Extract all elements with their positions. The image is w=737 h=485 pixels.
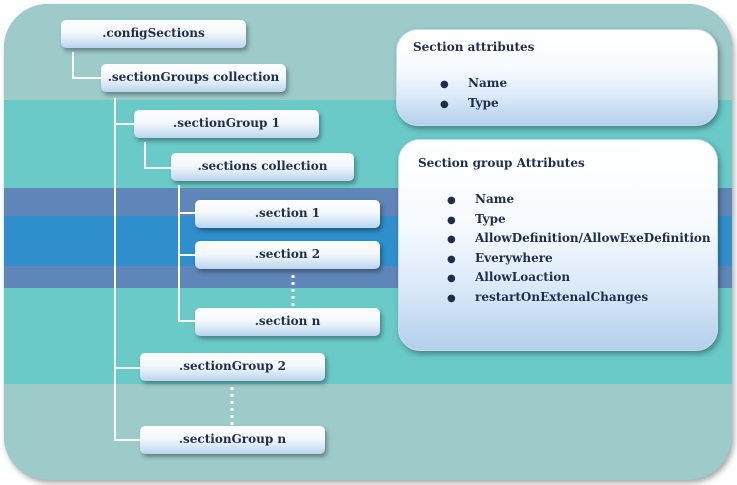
node-sectiongroup-2: .sectionGroup 2 (140, 353, 325, 381)
bullet-icon: ● (447, 214, 456, 226)
section-group-attributes-list: ● Name ● Type ● AllowDefinition/AllowExeDef… (447, 190, 711, 307)
bullet-icon: ● (447, 253, 456, 265)
node-section-1: .section 1 (195, 200, 380, 228)
connector-sectiongroups-to-group1 (114, 98, 134, 125)
attribute-name: Name (468, 76, 508, 90)
bullet-icon: ● (447, 292, 456, 304)
section-attributes-title: Section attributes (413, 40, 535, 54)
list-item: ● restartOnExtenalChanges (447, 288, 711, 308)
list-item: ● AllowLoaction (447, 268, 711, 288)
connector-configsections-to-sectiongroups (72, 52, 101, 79)
attribute-type: Type (475, 211, 506, 226)
bullet-icon: ● (440, 79, 449, 90)
node-section-2: .section 2 (195, 241, 380, 269)
background-band-bottom (4, 384, 732, 480)
bullet-icon: ● (447, 273, 456, 284)
list-item: ● AllowDefinition/AllowExeDefinition (447, 229, 711, 249)
section-group-attributes-panel: Section group Attributes ● Name ● Type ● Al… (398, 139, 718, 351)
connector-group1-to-sections (144, 142, 171, 169)
section-group-attributes-title: Section group Attributes (418, 156, 585, 170)
connector-sectiongroups-to-group2 (114, 124, 140, 369)
list-item: ● Name (447, 190, 711, 210)
node-configsections: .configSections (61, 20, 246, 48)
bullet-icon: ● (440, 98, 449, 110)
node-section-n: .section n (195, 308, 380, 336)
attribute-type: Type (468, 95, 499, 110)
list-item: ● Type (447, 210, 711, 230)
bullet-icon: ● (447, 234, 456, 245)
connector-sections-to-sectionn (178, 255, 195, 322)
list-item: ● Name (440, 74, 507, 94)
node-sections-collection: .sections collection (171, 153, 354, 181)
attribute-restart-on-changes: restartOnExtenalChanges (475, 289, 649, 304)
attribute-everywhere: Everywhere (475, 250, 553, 265)
node-sectiongroup-1: .sectionGroup 1 (134, 110, 319, 138)
connector-sectiongroups-to-groupn (114, 368, 140, 441)
attribute-name: Name (475, 192, 515, 206)
section-attributes-panel: Section attributes ● Name ● Type (396, 29, 718, 126)
list-item: ● Type (440, 94, 507, 114)
connector-sections-to-section2 (178, 213, 195, 256)
attribute-allow-location: AllowLoaction (475, 270, 571, 284)
node-sectiongroup-n: .sectionGroup n (140, 426, 325, 454)
bullet-icon: ● (447, 195, 456, 206)
connector-sections-to-section1 (178, 185, 195, 214)
list-item: ● Everywhere (447, 249, 711, 269)
attribute-allow-definition: AllowDefinition/AllowExeDefinition (475, 231, 711, 245)
section-attributes-list: ● Name ● Type (440, 74, 507, 113)
node-sectiongroups-collection: .sectionGroups collection (101, 64, 286, 92)
